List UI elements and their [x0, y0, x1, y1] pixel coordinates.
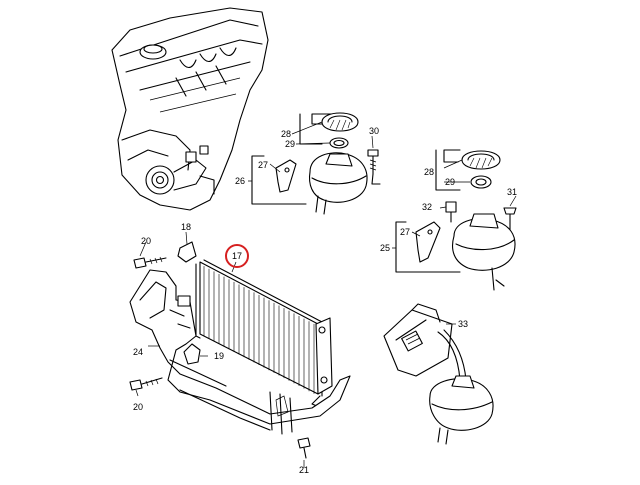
rubber-mount-icon — [183, 343, 201, 365]
callout-17: 17 — [232, 251, 242, 261]
callout-28-right: 28 — [424, 167, 434, 177]
bolt-icon — [367, 149, 379, 157]
rubber-mount-icon — [177, 241, 197, 263]
callout-29-right: 29 — [445, 177, 455, 187]
small-parts — [129, 231, 311, 468]
callout-33: 33 — [458, 319, 468, 329]
seal-ring-icon — [470, 175, 492, 189]
callout-32: 32 — [422, 202, 432, 212]
engine-block — [111, 7, 269, 211]
callout-28-left: 28 — [281, 129, 291, 139]
expansion-tank-assembly-right — [392, 149, 517, 291]
mounting-bracket-icon — [275, 159, 297, 193]
callout-26: 26 — [235, 176, 245, 186]
callout-29-left: 29 — [285, 139, 295, 149]
callout-18: 18 — [181, 222, 191, 232]
oil-cap-icon — [139, 44, 167, 60]
bolt-icon — [133, 257, 147, 269]
radiator-carrier-frame — [129, 269, 351, 435]
callout-21: 21 — [299, 465, 309, 475]
coolant-bottle-assembly — [383, 303, 494, 445]
expansion-tank-assembly-left — [248, 112, 381, 215]
callout-25: 25 — [380, 243, 390, 253]
callout-27-right: 27 — [400, 227, 410, 237]
radiator-core-fins — [203, 266, 315, 394]
mounting-bracket-icon — [415, 221, 441, 263]
seal-ring-icon — [329, 137, 349, 149]
callout-31: 31 — [507, 187, 517, 197]
radiator — [195, 259, 333, 409]
callout-20-upper: 20 — [141, 236, 151, 246]
callout-19: 19 — [214, 351, 224, 361]
callout-labels: 17 18 19 20 20 21 24 25 26 27 27 28 28 2… — [133, 126, 517, 475]
bolt-icon — [297, 437, 311, 449]
bolt-icon — [129, 379, 143, 391]
callout-20-lower: 20 — [133, 402, 143, 412]
callout-30: 30 — [369, 126, 379, 136]
thermostat-housing — [145, 165, 175, 195]
coolant-expansion-tank — [308, 152, 368, 203]
highlight-circle — [225, 244, 249, 268]
callout-27-left: 27 — [258, 160, 268, 170]
screw-icon — [445, 201, 457, 213]
bolt-icon — [503, 207, 517, 215]
callout-24: 24 — [133, 347, 143, 357]
